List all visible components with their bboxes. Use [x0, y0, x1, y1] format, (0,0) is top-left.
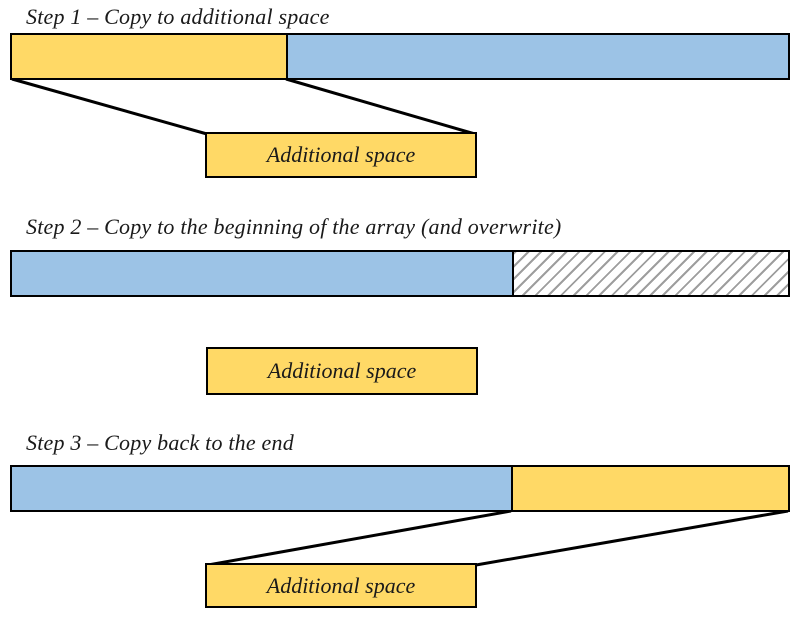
step-1-title: Step 1 – Copy to additional space	[26, 4, 330, 29]
step-3-title: Step 3 – Copy back to the end	[26, 430, 294, 455]
step-3-additional-space-label: Additional space	[266, 572, 416, 598]
step-1-copied-segment	[12, 35, 286, 78]
step-2-additional-space-box: Additional space	[206, 347, 478, 395]
step-2-title: Step 2 – Copy to the beginning of the ar…	[26, 214, 562, 239]
step-3-copied-back-segment	[511, 467, 788, 510]
step-3-array-bar	[10, 465, 790, 512]
step-2-array-bar	[10, 250, 790, 297]
step-3-left-connector-line	[207, 509, 512, 567]
step-1-left-connector-line	[11, 77, 208, 136]
step-2-freed-hatched-segment	[512, 252, 788, 295]
step-2-shifted-segment	[12, 252, 512, 295]
step-3-additional-space-box: Additional space	[205, 563, 477, 608]
step-1-right-connector-line	[285, 77, 476, 136]
step-2-additional-space-label: Additional space	[267, 358, 417, 383]
step-1-additional-space-box: Additional space	[205, 132, 477, 178]
step-3-right-connector-line	[475, 509, 789, 567]
step-1-additional-space-label: Additional space	[266, 142, 416, 167]
step-1-remaining-segment	[286, 35, 788, 78]
step-3-array-start-segment	[12, 467, 511, 510]
step-1-array-bar	[10, 33, 790, 80]
